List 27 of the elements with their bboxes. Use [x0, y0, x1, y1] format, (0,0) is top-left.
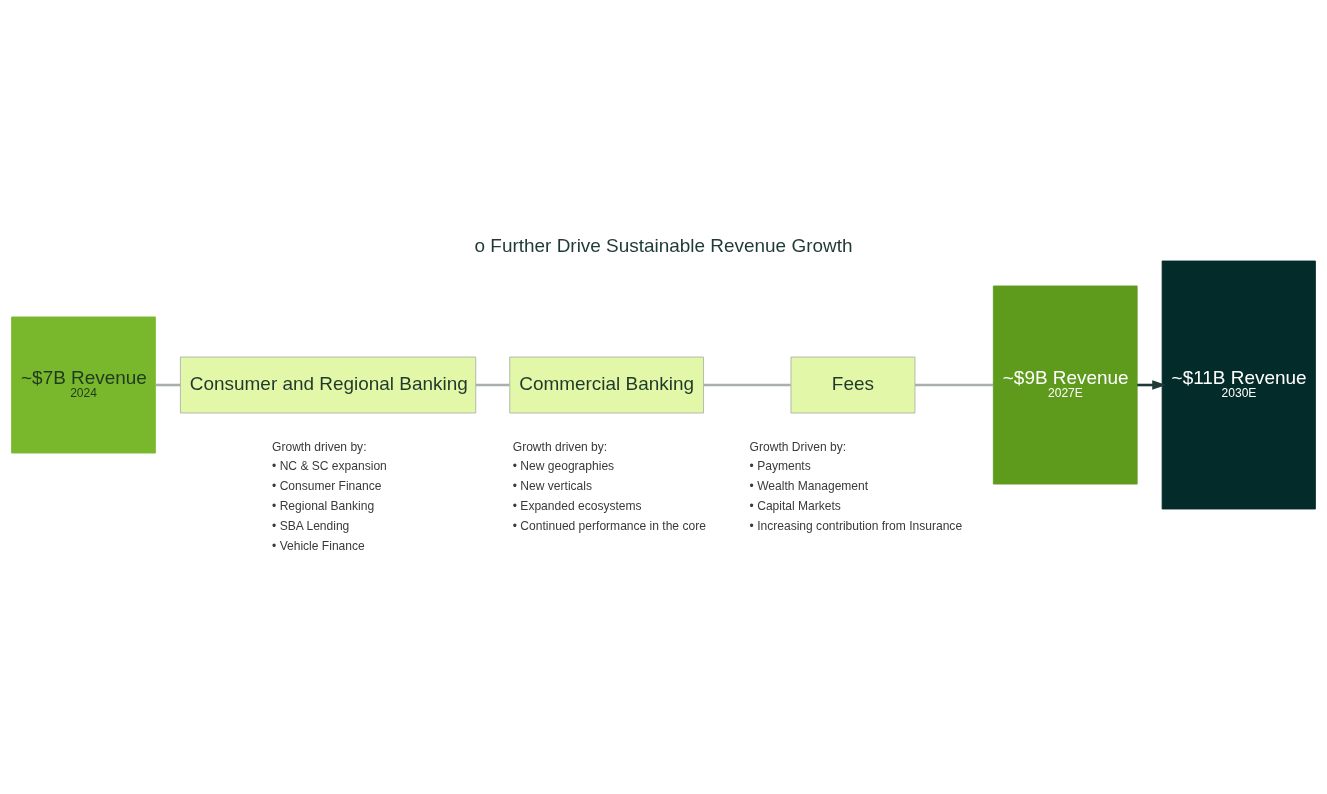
node-box: ~$11B Revenue 2030E [1161, 260, 1316, 509]
node-label: Growth driven by: [512, 439, 608, 454]
node-label: • SBA Lending [272, 518, 350, 533]
node-label: • New verticals [512, 478, 592, 493]
node-label: Growth Driven by: [749, 439, 847, 454]
node-box: ~$9B Revenue 2027E [992, 285, 1138, 484]
node-label: • Vehicle Finance [272, 538, 365, 553]
node-label: • Consumer Finance [272, 478, 382, 493]
node-label: • Continued performance in the core [512, 518, 706, 533]
node-label: • Capital Markets [749, 498, 841, 513]
node-box: ~$7B Revenue 2024 [11, 316, 156, 453]
connector [703, 383, 791, 386]
connector [155, 383, 181, 386]
node-label: • Expanded ecosystems [512, 498, 642, 513]
diagram-title: o Further Drive Sustainable Revenue Growth [474, 234, 853, 256]
connector [475, 383, 510, 386]
node-label: • Increasing contribution from Insurance [749, 518, 963, 533]
node-box: Commercial Banking [509, 356, 704, 413]
node-box: Consumer and Regional Banking [179, 356, 477, 413]
node-label: • Regional Banking [272, 498, 375, 513]
node-label: Growth driven by: [272, 439, 367, 454]
node-label: • NC & SC expansion [272, 458, 387, 473]
node-box: Fees [790, 356, 916, 413]
connector [915, 383, 993, 386]
node-label: • Wealth Management [749, 478, 869, 493]
node-label: • Payments [749, 458, 811, 473]
node-label: • New geographies [512, 458, 615, 473]
